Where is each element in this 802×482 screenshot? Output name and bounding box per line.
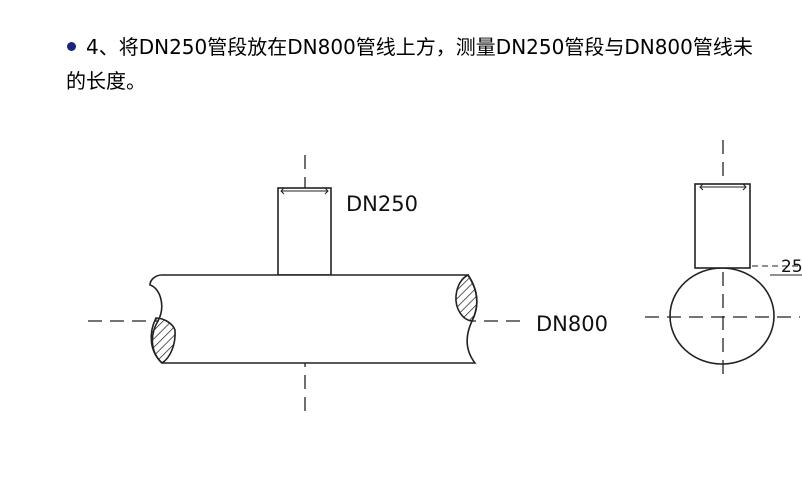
right-cut-end [455,273,478,322]
dn250-section [694,183,751,269]
dn800-pipe [149,274,478,364]
step-text: 4、将DN250管段放在DN800管线上方，测量DN250管段与DN800管线未… [67,30,802,98]
label-gap-partial: 25 [781,257,802,277]
end-view [645,140,802,380]
left-cut-end [150,317,176,365]
bullet-icon [67,42,76,51]
dn800-section [669,267,775,365]
side-view [88,155,520,415]
step-line-2: 的长度。 [67,69,146,93]
dn250-pipe [277,187,332,276]
step-line-1: 4、将DN250管段放在DN800管线上方，测量DN250管段与DN800管线未 [86,35,753,59]
label-dn800: DN800 [536,312,608,336]
label-dn250: DN250 [346,192,418,216]
